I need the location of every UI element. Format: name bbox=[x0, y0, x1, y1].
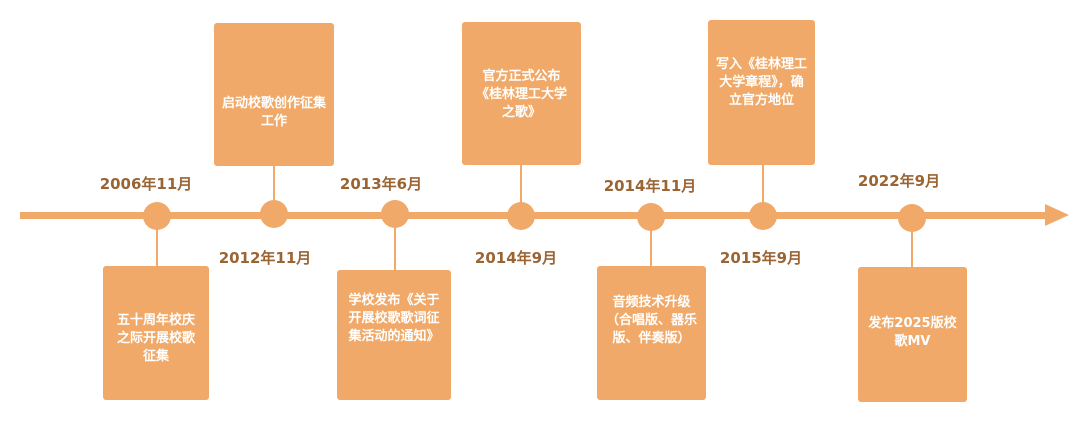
event-date: 2015年9月 bbox=[719, 249, 803, 267]
event-text: 官方正式公布《桂林理工大学之歌》 bbox=[475, 69, 567, 120]
event-date: 2014年9月 bbox=[474, 249, 558, 267]
event-text: 写入《桂林理工大学章程》，确立官方地位 bbox=[716, 57, 808, 108]
event-box: 启动校歌创作征集工作 bbox=[214, 23, 334, 166]
event-box: 发布2025版校歌MV bbox=[858, 267, 967, 402]
event-date: 2013年6月 bbox=[339, 175, 423, 193]
connector bbox=[650, 217, 652, 266]
event-date: 2022年9月 bbox=[857, 172, 941, 190]
event-text: 启动校歌创作征集工作 bbox=[222, 96, 327, 129]
timeline-node bbox=[637, 203, 665, 231]
connector bbox=[156, 216, 158, 266]
event-box: 写入《桂林理工大学章程》，确立官方地位 bbox=[708, 20, 815, 165]
timeline-axis bbox=[20, 212, 1050, 219]
event-box: 五十周年校庆之际开展校歌征集 bbox=[103, 266, 209, 400]
timeline-node bbox=[507, 202, 535, 230]
event-text: 音频技术升级（合唱版、器乐版、伴奏版） bbox=[605, 295, 697, 346]
connector bbox=[394, 214, 396, 270]
timeline-node bbox=[898, 204, 926, 232]
event-text: 五十周年校庆之际开展校歌征集 bbox=[116, 313, 195, 364]
event-box: 音频技术升级（合唱版、器乐版、伴奏版） bbox=[597, 266, 706, 400]
event-text: 学校发布《关于开展校歌歌词征集活动的通知》 bbox=[348, 293, 440, 344]
connector bbox=[911, 218, 913, 267]
timeline-node bbox=[260, 200, 288, 228]
event-date: 2012年11月 bbox=[218, 249, 312, 267]
event-date: 2006年11月 bbox=[99, 175, 193, 193]
event-box: 学校发布《关于开展校歌歌词征集活动的通知》 bbox=[337, 270, 451, 400]
timeline-node bbox=[381, 200, 409, 228]
timeline-arrow-icon bbox=[1045, 204, 1069, 226]
event-text: 发布2025版校歌MV bbox=[868, 316, 957, 349]
timeline-node bbox=[749, 202, 777, 230]
connector bbox=[273, 166, 275, 214]
event-box: 官方正式公布《桂林理工大学之歌》 bbox=[462, 22, 581, 165]
timeline-node bbox=[143, 202, 171, 230]
connector bbox=[762, 165, 764, 216]
event-date: 2014年11月 bbox=[603, 177, 697, 195]
connector bbox=[520, 165, 522, 216]
